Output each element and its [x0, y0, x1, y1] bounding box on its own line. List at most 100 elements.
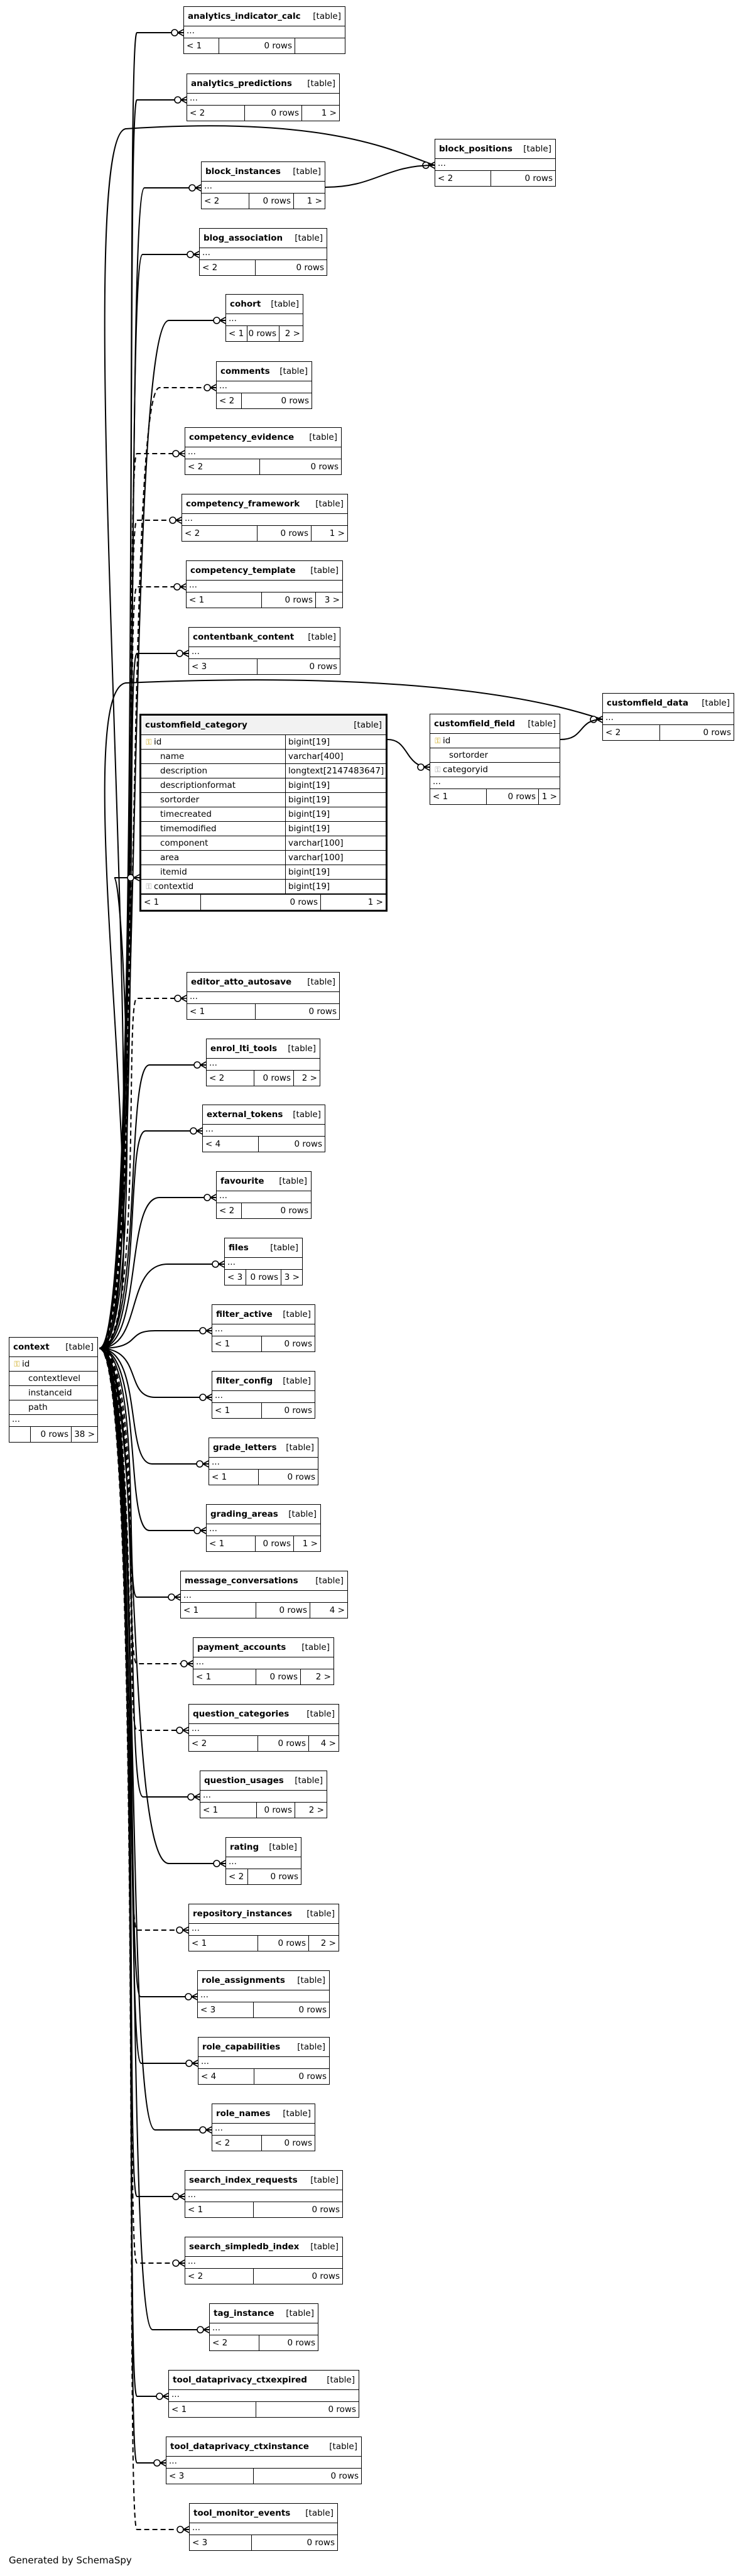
children-count[interactable]: 1 >: [293, 194, 325, 209]
parents-count[interactable]: [9, 1427, 31, 1442]
table-name[interactable]: comments: [220, 366, 270, 376]
parents-count[interactable]: < 1: [184, 38, 219, 53]
parents-count[interactable]: < 2: [226, 1869, 249, 1884]
table-tool-dataprivacy-ctxinstance[interactable]: tool_dataprivacy_ctxinstance[table]...< …: [166, 2437, 362, 2484]
parents-count[interactable]: < 4: [198, 2069, 255, 2084]
table-name[interactable]: block_instances: [205, 166, 281, 177]
parents-count[interactable]: < 1: [209, 1470, 259, 1485]
parents-count[interactable]: < 3: [225, 1270, 246, 1285]
children-count[interactable]: 2 >: [300, 1669, 334, 1684]
children-count[interactable]: 3 >: [281, 1270, 302, 1285]
parents-count[interactable]: < 2: [185, 2269, 254, 2284]
parents-count[interactable]: < 2: [202, 194, 249, 209]
parents-count[interactable]: < 1: [193, 1669, 256, 1684]
children-count[interactable]: 2 >: [308, 1936, 339, 1951]
table-name[interactable]: customfield_category: [145, 720, 247, 730]
table-name[interactable]: role_capabilities: [202, 2042, 281, 2052]
parents-count[interactable]: < 2: [187, 106, 245, 121]
table-name[interactable]: question_usages: [204, 1776, 284, 1786]
parents-count[interactable]: < 1: [212, 1403, 263, 1418]
table-name[interactable]: message_conversations: [185, 1576, 298, 1586]
children-count[interactable]: 1 >: [301, 106, 339, 121]
table-name[interactable]: grading_areas: [210, 1509, 278, 1519]
parents-count[interactable]: < 2: [207, 1071, 254, 1086]
parents-count[interactable]: < 1: [430, 789, 487, 804]
parents-count[interactable]: < 3: [190, 2535, 252, 2550]
table-name[interactable]: competency_framework: [186, 499, 300, 509]
parents-count[interactable]: < 1: [169, 2402, 257, 2417]
children-count[interactable]: 4 >: [308, 1736, 339, 1751]
table-name[interactable]: enrol_lti_tools: [210, 1044, 278, 1054]
children-count[interactable]: 1 >: [538, 789, 560, 804]
table-name[interactable]: filter_config: [216, 1376, 273, 1386]
table-name[interactable]: block_positions: [439, 144, 513, 154]
table-name[interactable]: search_index_requests: [189, 2175, 298, 2185]
table-name[interactable]: tag_instance: [214, 2308, 274, 2318]
table-name[interactable]: files: [229, 1243, 249, 1253]
table-name[interactable]: tool_dataprivacy_ctxinstance: [170, 2442, 309, 2452]
children-count[interactable]: 2 >: [295, 1803, 327, 1818]
table-name[interactable]: external_tokens: [207, 1110, 283, 1120]
table-name[interactable]: payment_accounts: [197, 1642, 286, 1652]
parents-count[interactable]: < 4: [203, 1137, 259, 1152]
parents-count[interactable]: < 2: [210, 2335, 260, 2350]
parents-count[interactable]: < 3: [189, 659, 258, 674]
children-count[interactable]: 3 >: [315, 592, 342, 608]
table-name[interactable]: contentbank_content: [193, 632, 295, 642]
parents-count[interactable]: < 1: [212, 1336, 263, 1351]
parents-count[interactable]: < 2: [200, 260, 256, 275]
parents-count[interactable]: < 2: [603, 725, 661, 740]
table-name[interactable]: analytics_predictions: [191, 79, 292, 89]
table-name[interactable]: filter_active: [216, 1309, 273, 1319]
table-name[interactable]: blog_association: [203, 233, 283, 243]
table-tool-dataprivacy-ctxexpired[interactable]: tool_dataprivacy_ctxexpired[table]...< 1…: [168, 2370, 359, 2418]
parents-count[interactable]: < 2: [189, 1736, 258, 1751]
parents-count[interactable]: < 2: [217, 1203, 242, 1218]
parents-count[interactable]: < 1: [141, 895, 201, 910]
parents-count[interactable]: < 2: [217, 393, 242, 408]
table-name[interactable]: tool_monitor_events: [193, 2508, 291, 2518]
table-name[interactable]: analytics_indicator_calc: [188, 11, 301, 21]
parents-count[interactable]: < 2: [182, 526, 258, 541]
table-name[interactable]: question_categories: [193, 1709, 290, 1719]
table-name[interactable]: editor_atto_autosave: [191, 977, 292, 987]
children-count[interactable]: 1 >: [320, 895, 386, 910]
parents-count[interactable]: < 3: [166, 2469, 254, 2484]
table-name[interactable]: customfield_field: [434, 719, 516, 729]
table-name[interactable]: customfield_data: [607, 698, 688, 708]
parents-count[interactable]: < 2: [212, 2136, 263, 2151]
parents-count[interactable]: < 1: [200, 1803, 257, 1818]
